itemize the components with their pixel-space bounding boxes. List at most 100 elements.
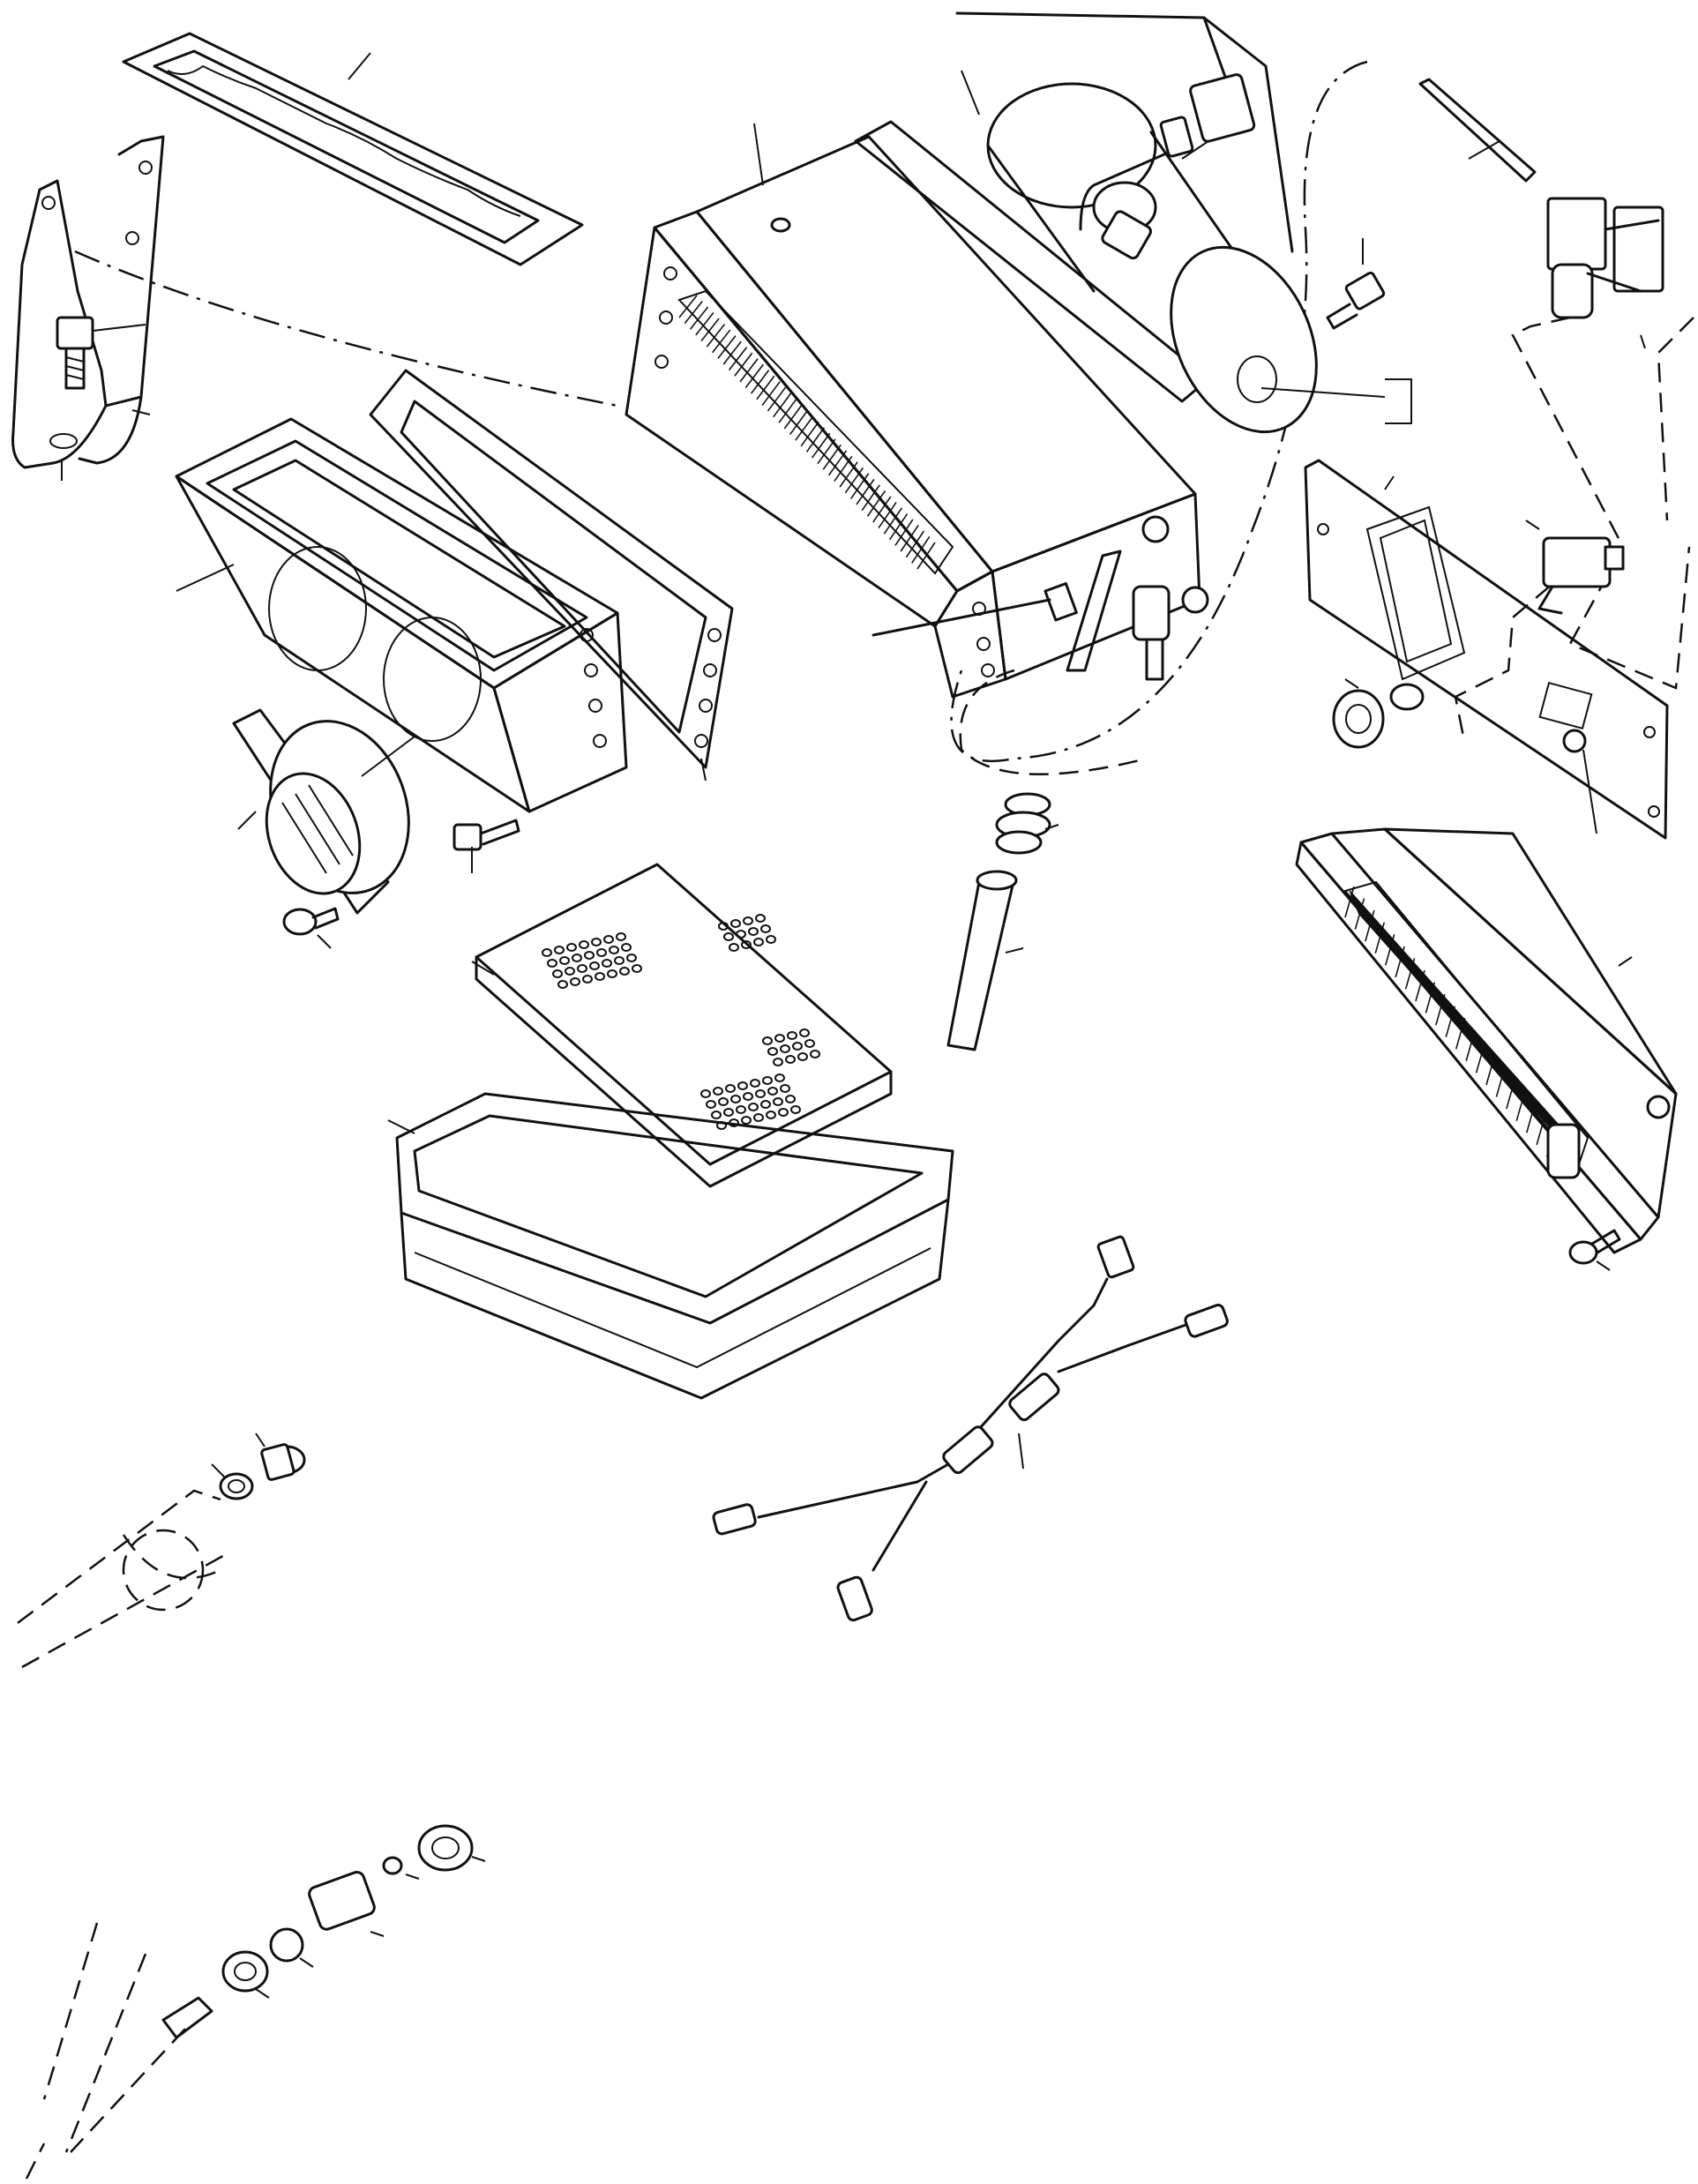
filter-hole xyxy=(595,972,605,981)
core-fin xyxy=(728,347,748,371)
filter-hole xyxy=(626,954,637,962)
filter-hole xyxy=(566,943,577,952)
filter-hole xyxy=(584,951,595,960)
filter-element xyxy=(471,863,893,1188)
grille-mesh-line xyxy=(1358,912,1580,1161)
filter-hole xyxy=(753,1113,764,1122)
filter-hole xyxy=(718,1097,729,1106)
filter-hole xyxy=(729,943,739,952)
filter-hole xyxy=(760,924,771,933)
core-fin xyxy=(712,329,731,354)
grille-screw xyxy=(1568,1229,1621,1271)
alignment-lines xyxy=(74,60,1368,763)
filter-hole xyxy=(632,964,642,973)
core-fin xyxy=(778,398,797,423)
filter-hole xyxy=(790,1105,801,1114)
filter-hole xyxy=(557,980,568,989)
filter-hole xyxy=(810,1050,820,1058)
filter-hole xyxy=(607,969,617,978)
filter-hole xyxy=(741,940,752,949)
wire-harness xyxy=(712,1235,1229,1622)
mounting-bracket xyxy=(11,135,165,481)
switch-assembly xyxy=(1418,78,1694,690)
core-fin xyxy=(905,530,925,558)
filter-hole xyxy=(725,1084,736,1093)
filter-hole xyxy=(547,959,557,968)
filter-hole xyxy=(700,1089,711,1098)
core-fin xyxy=(800,421,819,447)
filter-hole xyxy=(621,943,632,952)
core-fin xyxy=(888,512,909,541)
air-duct-housing xyxy=(175,417,628,813)
filter-hole xyxy=(713,1087,723,1096)
filter-hole xyxy=(602,959,612,968)
filter-hole xyxy=(723,932,734,941)
core-fin xyxy=(883,507,902,535)
filter-hole xyxy=(799,1028,810,1037)
electrical-connector xyxy=(955,11,1294,253)
filter-hole xyxy=(737,1081,748,1090)
filter-hole xyxy=(787,1031,797,1040)
core-fin xyxy=(894,519,914,546)
grille-mesh-line xyxy=(1344,886,1355,918)
core-fin xyxy=(739,358,759,383)
filter-hole xyxy=(614,956,625,965)
filter-hole xyxy=(591,938,602,946)
core-fin xyxy=(827,450,848,476)
core-fin xyxy=(872,496,892,523)
filter-hole xyxy=(766,1111,776,1119)
filter-hole xyxy=(718,922,729,931)
filter-hole xyxy=(750,1079,760,1088)
filter-hole xyxy=(748,1103,759,1111)
filter-hole xyxy=(736,1105,746,1114)
filter-hole xyxy=(741,1116,752,1125)
core-fin xyxy=(744,363,764,389)
core-fin xyxy=(767,386,787,412)
filter-hole xyxy=(609,946,619,954)
core-fin xyxy=(795,415,814,441)
core-fin xyxy=(689,306,709,330)
filter-hole xyxy=(596,948,607,957)
core-fin xyxy=(861,484,880,512)
core-fin xyxy=(900,525,919,552)
filter-hole xyxy=(559,956,570,965)
gasket-side xyxy=(369,369,734,782)
filter-hole xyxy=(577,964,587,973)
core-fin xyxy=(844,467,864,494)
heater-core-housing xyxy=(625,123,1209,699)
core-fin xyxy=(856,478,875,505)
core-fin xyxy=(817,438,836,465)
core-fin xyxy=(706,324,726,348)
filter-hole xyxy=(572,954,582,962)
core-fin xyxy=(916,542,936,570)
core-fin xyxy=(878,501,897,529)
filter-hole xyxy=(582,975,593,984)
core-fin xyxy=(911,536,931,564)
filter-hole xyxy=(730,919,741,928)
filter-hole xyxy=(804,1039,815,1048)
filter-hole xyxy=(778,1108,789,1117)
filter-hole xyxy=(755,914,766,923)
filter-hole xyxy=(797,1052,808,1061)
drain-plug xyxy=(17,1432,306,1669)
filter-hole xyxy=(736,930,746,939)
filter-hole xyxy=(760,1100,771,1109)
filter-hole xyxy=(767,1047,778,1056)
filter-hole xyxy=(785,1055,796,1064)
blower-motor xyxy=(854,70,1318,434)
pipe-fitting xyxy=(25,1824,486,2180)
filter-hole xyxy=(766,935,776,944)
control-panel xyxy=(1304,459,1669,840)
filter-case xyxy=(387,1092,954,1400)
filter-hole xyxy=(579,940,589,949)
filter-hole xyxy=(730,1095,741,1103)
filter-hole xyxy=(603,935,614,944)
filter-hole xyxy=(616,932,626,941)
filter-hole xyxy=(743,916,753,925)
filter-hole xyxy=(619,967,630,976)
linkage xyxy=(871,550,1148,776)
core-fin xyxy=(866,490,886,517)
core-fin xyxy=(684,301,703,325)
